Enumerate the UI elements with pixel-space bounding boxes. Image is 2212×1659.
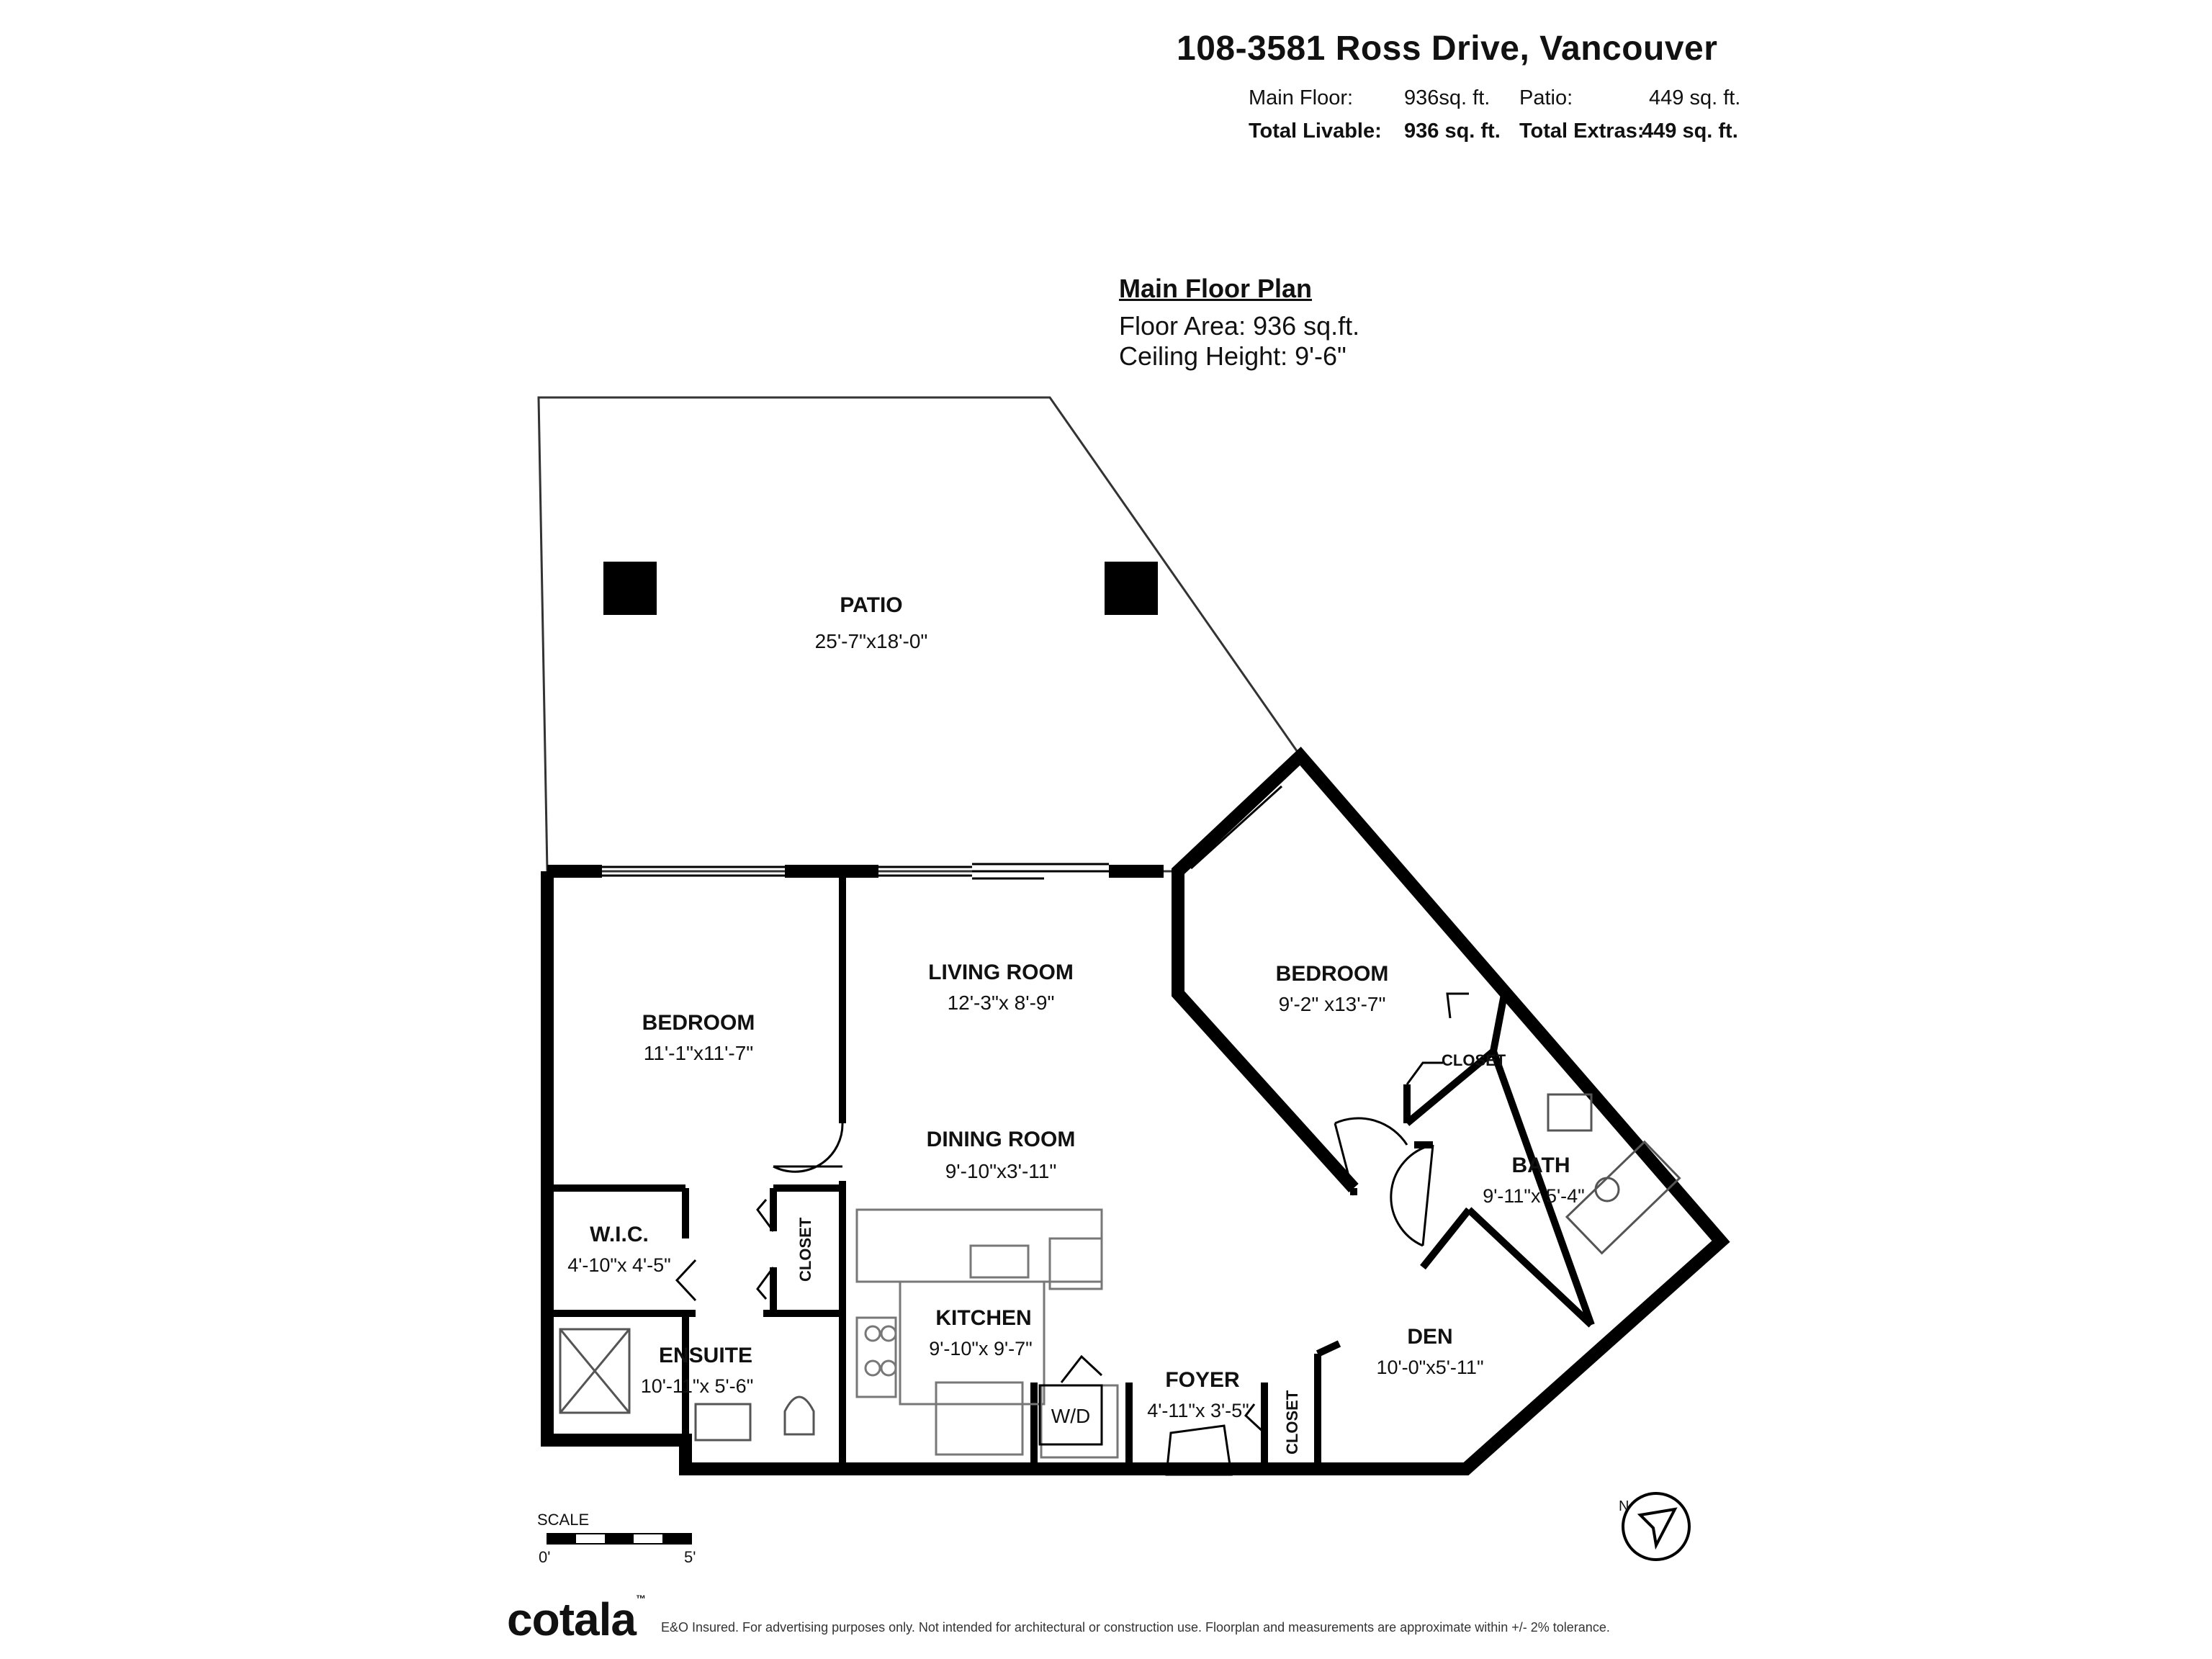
exterior-walls <box>541 747 1730 1475</box>
scale-label: SCALE <box>537 1511 590 1529</box>
bedroom-left-name: BEDROOM <box>642 1011 755 1035</box>
scale-end-label: 5' <box>684 1548 696 1566</box>
dining-room-name: DINING ROOM <box>927 1128 1076 1151</box>
bedroom-right-dims: 9'-2" x13'-7" <box>1279 993 1386 1015</box>
patio-name: PATIO <box>840 593 902 617</box>
bath-fixtures <box>559 1093 1681 1442</box>
windows <box>602 776 1283 880</box>
patio-unit: sq. ft. <box>1689 86 1741 109</box>
living-room-dims: 12'-3"x 8'-9" <box>948 992 1055 1014</box>
ensuite-name: ENSUITE <box>659 1344 752 1367</box>
compass-icon: N <box>1619 1492 1691 1561</box>
kitchen-name: KITCHEN <box>935 1306 1031 1330</box>
disclaimer-text: E&O Insured. For advertising purposes on… <box>661 1620 1610 1635</box>
den-dims: 10'-0"x5'-11" <box>1376 1357 1483 1378</box>
plan-title: Main Floor Plan <box>1119 274 1313 303</box>
compass-north-label: N <box>1619 1498 1629 1514</box>
foyer-dims: 4'-11"x 3'-5" <box>1147 1400 1249 1421</box>
cotala-logo: cotala™ <box>507 1593 646 1646</box>
washer-dryer-label: W/D <box>1051 1405 1090 1427</box>
closet-left-label: CLOSET <box>796 1217 814 1282</box>
main-floor-area: 936sq. ft. <box>1404 86 1490 110</box>
patio-label: Patio: <box>1519 86 1573 109</box>
patio-value: 449 <box>1649 86 1684 109</box>
total-extras-label: Total Extras: <box>1519 120 1645 143</box>
logo-trademark: ™ <box>635 1593 646 1604</box>
main-floor-label: Main Floor: <box>1249 86 1354 109</box>
wic-name: W.I.C. <box>590 1223 649 1246</box>
kitchen-dims: 9'-10"x 9'-7" <box>929 1338 1033 1359</box>
ensuite-dims: 10'-11"x 5'-6" <box>641 1375 754 1397</box>
ceiling-height-text: Ceiling Height: 9'-6" <box>1119 341 1346 371</box>
den-name: DEN <box>1407 1325 1452 1349</box>
patio-area: 449 sq. ft. <box>1649 86 1740 110</box>
logo-text: cotala <box>507 1593 637 1645</box>
closet-foyer-label: CLOSET <box>1283 1390 1301 1455</box>
interior-walls <box>547 871 1595 1469</box>
kitchen-counters <box>855 1208 1119 1459</box>
bath-name: BATH <box>1511 1154 1570 1177</box>
room-labels: PATIO 25'-7"x18'-0" BEDROOM 11'-1"x11'-7… <box>567 593 1585 1455</box>
main-floor-value: 936 <box>1404 86 1439 109</box>
bedroom-closet-label: CLOSET <box>1442 1051 1506 1069</box>
scale-bar <box>547 1533 692 1545</box>
total-livable-label: Total Livable: <box>1249 120 1382 143</box>
total-extras-value: 449 sq. ft. <box>1642 120 1738 143</box>
total-livable-value: 936 sq. ft. <box>1404 120 1501 143</box>
door-swings <box>773 1117 1434 1476</box>
wic-dims: 4'-10"x 4'-5" <box>567 1254 671 1276</box>
patio-dims: 25'-7"x18'-0" <box>815 630 928 652</box>
foyer-name: FOYER <box>1165 1368 1240 1392</box>
bath-dims: 9'-11"x 5'-4" <box>1483 1185 1585 1207</box>
patio-column-left <box>603 562 657 615</box>
scale-start-label: 0' <box>539 1548 551 1566</box>
bedroom-left-dims: 11'-1"x11'-7" <box>644 1042 754 1064</box>
living-room-name: LIVING ROOM <box>928 961 1074 984</box>
property-address: 108-3581 Ross Drive, Vancouver <box>1177 30 1718 68</box>
floor-area-text: Floor Area: 936 sq.ft. <box>1119 311 1360 341</box>
dining-room-dims: 9'-10"x3'-11" <box>945 1160 1057 1182</box>
closet-doors <box>675 992 1469 1434</box>
patio-column-right <box>1105 562 1158 615</box>
bedroom-right-name: BEDROOM <box>1276 962 1389 986</box>
main-floor-unit: sq. ft. <box>1439 86 1491 109</box>
washer-dryer-box <box>1038 1384 1103 1446</box>
